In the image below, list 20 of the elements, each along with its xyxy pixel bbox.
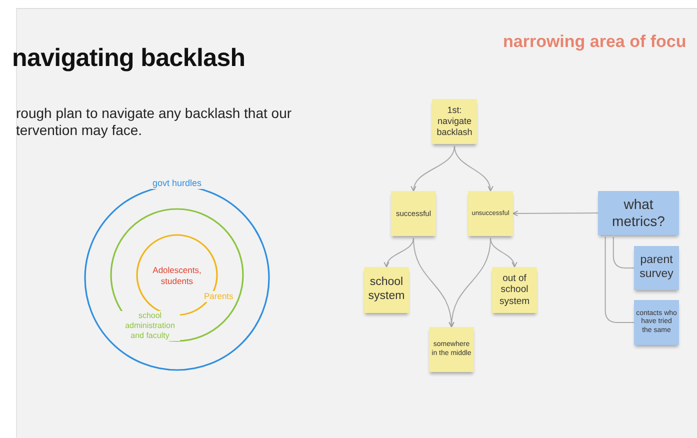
slide-description: rough plan to navigate any backlash that our tervention may face. <box>16 105 293 139</box>
sticky-note: 1st: navigate backlash <box>432 99 477 144</box>
connector <box>490 238 517 268</box>
ring-label: school administration and faculty <box>120 311 180 341</box>
sticky-note: what metrics? <box>598 191 679 235</box>
connector <box>604 236 634 323</box>
slide-title: navigating backlash <box>12 44 246 73</box>
section-heading: narrowing area of focu <box>503 32 686 52</box>
ring-label: Parents <box>202 291 236 302</box>
connector <box>612 236 634 268</box>
sticky-note: parent survey <box>634 246 679 290</box>
ring-label: govt hurdles <box>150 178 204 190</box>
connector <box>512 210 598 216</box>
connector <box>384 238 414 268</box>
sticky-note: school system <box>364 267 409 313</box>
connector <box>411 146 455 192</box>
connector <box>449 238 491 328</box>
ring <box>110 208 244 342</box>
sticky-note: out of school system <box>492 267 537 313</box>
connector <box>454 146 493 192</box>
